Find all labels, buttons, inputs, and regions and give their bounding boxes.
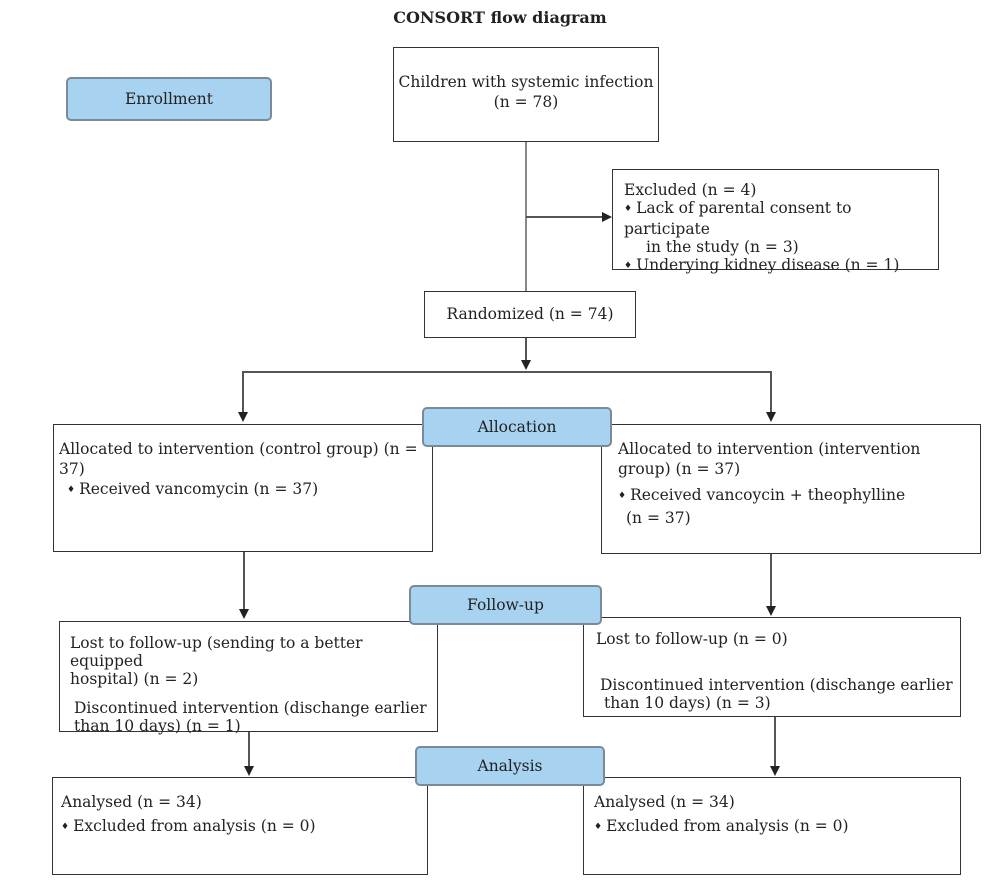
stage-analysis-label: Analysis: [477, 757, 543, 775]
arrow-to-excluded: [602, 212, 612, 222]
followup-right-line4: than 10 days) (n = 3): [604, 694, 771, 712]
enrollment-line2: (n = 78): [493, 93, 559, 111]
analysis-right-box: Analysed (n = 34) Excluded from analysis…: [583, 777, 961, 875]
arrow-follow-right: [766, 606, 776, 616]
connector-alloc-follow-left: [243, 552, 245, 610]
enrollment-line1: Children with systemic infection: [398, 73, 654, 91]
arrow-alloc-left: [238, 412, 248, 422]
allocation-left-line1: Allocated to intervention (control group…: [59, 440, 418, 478]
randomized-label: Randomized (n = 74): [446, 305, 614, 323]
excluded-box: Excluded (n = 4) Lack of parental consen…: [612, 169, 939, 274]
followup-left-line3: Discontinued intervention (dischange ear…: [74, 699, 427, 717]
arrow-analysis-right: [770, 766, 780, 776]
analysis-left-item: Excluded from analysis (n = 0): [61, 816, 427, 839]
connector-split-left: [242, 371, 244, 413]
stage-followup: Follow-up: [409, 585, 602, 625]
allocation-left-box: Allocated to intervention (control group…: [53, 424, 433, 552]
connector-follow-analysis-right: [774, 717, 776, 766]
randomized-box: Randomized (n = 74): [424, 291, 636, 338]
connector-split-horizontal: [242, 371, 772, 373]
analysis-left-box: Analysed (n = 34) Excluded from analysis…: [52, 777, 428, 875]
allocation-right-item: Received vancoycin + theophylline: [618, 485, 980, 508]
stage-enrollment: Enrollment: [66, 77, 272, 121]
allocation-right-box: Allocated to intervention (intervention …: [601, 424, 981, 554]
followup-right-box: Lost to follow-up (n = 0) Discontinued i…: [583, 617, 961, 717]
connector-alloc-follow-right: [770, 554, 772, 607]
allocation-right-line2: group) (n = 37): [618, 460, 741, 478]
followup-right-line1: Lost to follow-up (n = 0): [596, 630, 788, 648]
followup-right-line3: Discontinued intervention (dischange ear…: [600, 676, 953, 694]
analysis-left-line1: Analysed (n = 34): [61, 793, 202, 811]
followup-left-line4: than 10 days) (n = 1): [74, 717, 241, 735]
arrow-analysis-left: [244, 766, 254, 776]
followup-left-box: Lost to follow-up (sending to a better e…: [59, 621, 438, 735]
stage-allocation-label: Allocation: [477, 418, 557, 436]
diagram-title: CONSORT flow diagram: [393, 8, 607, 27]
followup-left-line2: hospital) (n = 2): [70, 670, 199, 688]
stage-followup-label: Follow-up: [467, 596, 544, 614]
excluded-item-kidney: Underying kidney disease (n = 1): [624, 256, 938, 277]
arrow-follow-left: [239, 609, 249, 619]
stage-allocation: Allocation: [422, 407, 612, 447]
arrow-alloc-right: [766, 412, 776, 422]
arrow-random-split: [521, 360, 531, 370]
allocation-right-item-cont: (n = 37): [626, 509, 691, 527]
allocation-left-item: Received vancomycin (n = 37): [59, 479, 432, 502]
connector-to-excluded: [526, 216, 602, 218]
connector-random-split: [525, 338, 527, 362]
connector-follow-analysis-left: [248, 732, 250, 766]
enrollment-box: Children with systemic infection (n = 78…: [393, 47, 659, 142]
excluded-item-consent: Lack of parental consent to participate: [624, 199, 938, 238]
analysis-right-item: Excluded from analysis (n = 0): [594, 816, 960, 839]
excluded-item-consent-cont: in the study (n = 3): [646, 238, 799, 256]
allocation-right-line1: Allocated to intervention (intervention: [618, 440, 921, 458]
connector-split-right: [770, 371, 772, 413]
excluded-header: Excluded (n = 4): [624, 181, 757, 199]
followup-left-line1: Lost to follow-up (sending to a better e…: [70, 634, 363, 670]
analysis-right-line1: Analysed (n = 34): [594, 793, 735, 811]
stage-enrollment-label: Enrollment: [124, 90, 214, 108]
stage-analysis: Analysis: [415, 746, 605, 786]
